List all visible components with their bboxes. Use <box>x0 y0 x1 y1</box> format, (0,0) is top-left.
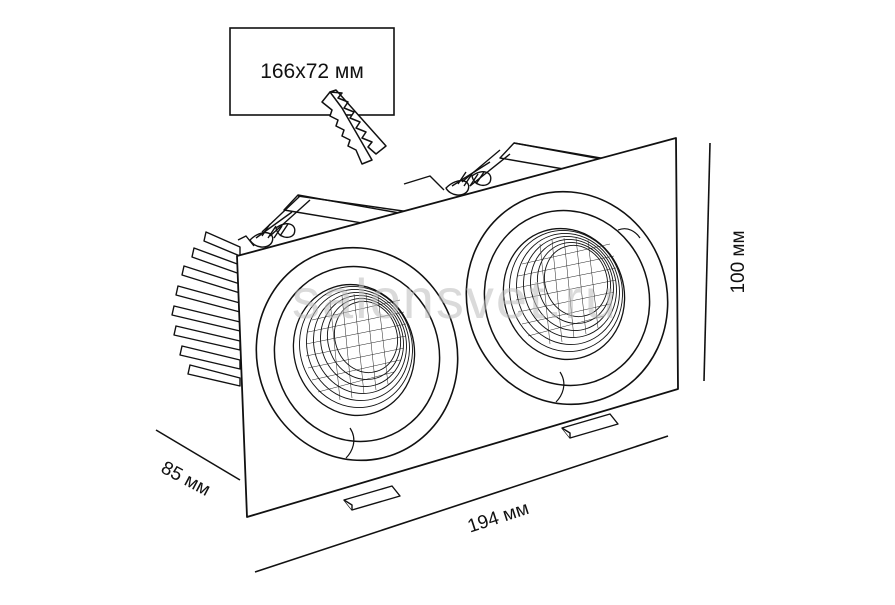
cutout-box <box>229 27 395 116</box>
width-dim-line <box>254 435 669 573</box>
cutout-label: 166x72 мм <box>260 60 364 83</box>
cutout-callout: 166x72 мм <box>229 27 395 165</box>
depth-dim-line <box>155 429 241 481</box>
saw-icon <box>321 89 387 165</box>
dimension-lines <box>155 142 711 573</box>
heatsink-fins <box>171 231 241 387</box>
watermark-text: salonsvet.ru <box>292 267 618 330</box>
lamp-head-left <box>255 246 459 462</box>
width-label: 194 мм <box>465 498 532 537</box>
height-label: 100 мм <box>728 230 749 293</box>
height-dim-line <box>703 142 711 382</box>
bottom-tabs <box>343 413 619 511</box>
lamp-head-right <box>465 190 669 406</box>
depth-label: 85 мм <box>157 458 213 501</box>
